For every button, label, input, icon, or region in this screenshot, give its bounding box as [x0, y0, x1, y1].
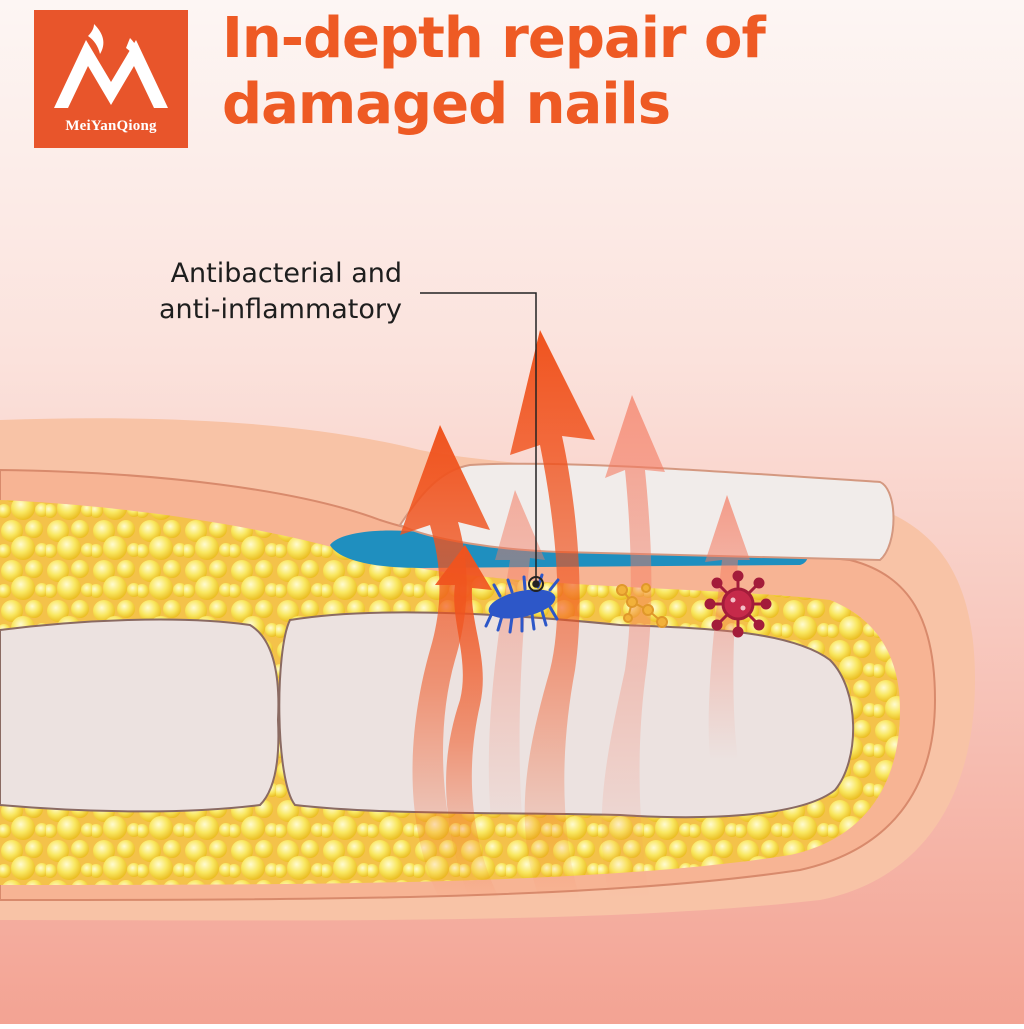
- heat-arrow-icon: [488, 490, 545, 850]
- virus-icon: [704, 570, 772, 638]
- brand-logo: MeiYanQiong: [34, 10, 188, 148]
- headline-line-2: damaged nails: [222, 72, 671, 137]
- callout-leader: [420, 292, 544, 592]
- heat-arrow-icon: [510, 330, 595, 900]
- brand-name: MeiYanQiong: [65, 118, 157, 134]
- logo-m-icon: [54, 24, 168, 108]
- heat-arrows: [400, 330, 750, 900]
- heat-arrow-icon: [601, 395, 665, 900]
- heat-arrow-icon: [705, 495, 750, 760]
- microbe-cluster-icon: [616, 583, 668, 628]
- headline-line-1: In-depth repair of: [222, 6, 766, 71]
- callout-line-2: anti-inflammatory: [159, 294, 402, 325]
- heat-arrow-icon: [400, 425, 490, 900]
- callout-line-1: Antibacterial and: [170, 258, 402, 289]
- bacteria-icon: [484, 573, 560, 634]
- callout-label: Antibacterial and anti-inflammatory: [159, 256, 402, 328]
- bone-proximal: [0, 618, 280, 813]
- headline: In-depth repair of damaged nails: [222, 6, 766, 138]
- heat-arrow-icon: [435, 545, 500, 900]
